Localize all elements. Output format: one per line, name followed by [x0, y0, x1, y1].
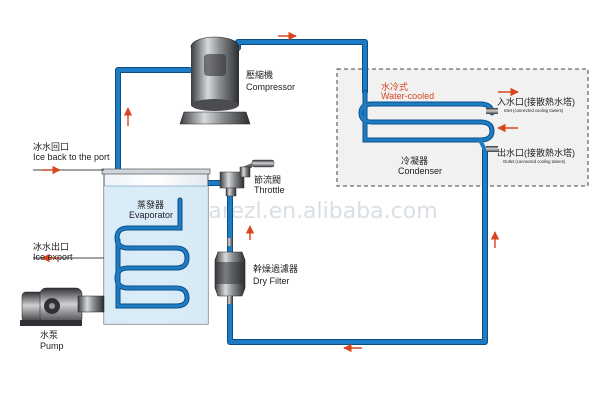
outlet-port — [486, 146, 498, 152]
throttle-label-zh: 節流閥 — [254, 174, 281, 185]
evaporator-coil — [114, 197, 190, 309]
inlet-label-zh: 入水口(接散熱水塔) — [497, 96, 575, 107]
compressor-label-zh: 壓縮機 — [246, 69, 273, 80]
inlet-port — [486, 108, 498, 114]
flow-arrows — [41, 31, 519, 353]
dry-filter-label-en: Dry Filter — [253, 276, 290, 286]
condenser-label-en: Condenser — [398, 166, 442, 176]
compressor-label-en: Compressor — [246, 82, 295, 92]
evaporator-label-en: Evaporator — [129, 210, 173, 220]
outlet-label-en: Outlet (connected cooling towers) — [503, 159, 566, 164]
condenser-coil — [358, 89, 495, 152]
water-pump — [20, 287, 105, 326]
dry-filter — [214, 238, 246, 304]
pump-label-en: Pump — [40, 341, 64, 351]
pump-label-zh: 水泵 — [40, 329, 58, 340]
ice-export-label-zh: 冰水出口 — [33, 241, 69, 252]
outlet-label-zh: 出水口(接散熱水塔) — [497, 147, 575, 158]
ice-back-label-en: Ice back to the port — [33, 152, 110, 162]
evaporator-label-zh: 蒸發器 — [137, 199, 164, 210]
watermark: karezl.en.alibaba.com — [196, 199, 438, 224]
throttle-label-en: Throttle — [254, 185, 285, 195]
condenser-label-zh: 冷凝器 — [401, 155, 428, 166]
evaporator-tank — [101, 168, 211, 325]
condenser-box — [336, 68, 589, 187]
water-cooled-label-en: Water-cooled — [381, 91, 434, 101]
throttle-valve — [219, 159, 275, 197]
dry-filter-label-zh: 幹燥過濾器 — [253, 263, 298, 274]
compressor — [179, 36, 251, 125]
ice-export-label-en: Ice export — [33, 252, 73, 262]
ice-back-label-zh: 冰水回口 — [33, 141, 69, 152]
water-cooled-label-zh: 水冷式 — [381, 81, 408, 92]
inlet-label-en: Inlet (connected cooling towers) — [504, 108, 564, 113]
